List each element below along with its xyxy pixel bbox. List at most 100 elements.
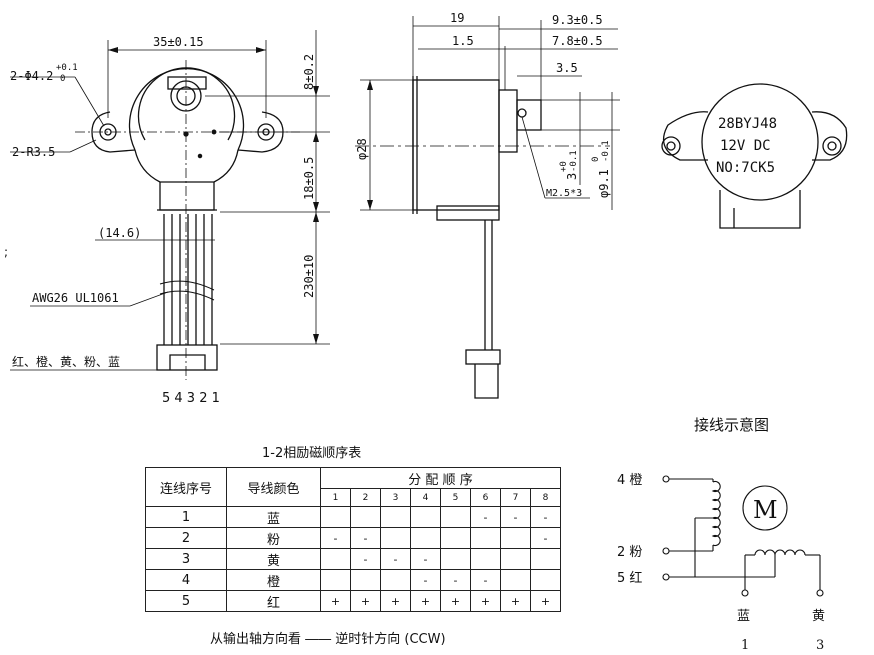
wiring-labels: 接线示意图 M 4 橙 2 粉 5 红 蓝 黄 1 3 [617,416,825,653]
step-cell [440,527,471,549]
motor-symbol [742,485,788,531]
step-header: 7 [500,488,531,507]
step-cell [410,527,441,549]
wire2-label: 2 粉 [617,545,642,560]
step-cell: - [410,569,441,591]
step-cell: - [350,527,381,549]
table-caption: 1-2相励磁顺序表 [262,446,362,461]
step-cell: - [500,506,531,528]
shaft-length-dim: 9.3±0.5 [552,13,603,27]
header-dist: 分 配 顺 序 [320,467,561,489]
step-cell [380,569,411,591]
flange-dim: 1.5 [452,34,474,48]
step-cell [500,548,531,570]
step-header: 5 [440,488,471,507]
mount-hole-label: 2-Φ4.2 [10,69,53,83]
flat-height-dim: 3 [565,173,579,180]
step-cell: + [500,590,531,612]
step-cell: - [530,527,561,549]
connector-width-dim: (14.6) [98,226,141,240]
step-cell [380,527,411,549]
step-cell [500,569,531,591]
wire-colors: 红、橙、黄、粉、蓝 [12,354,120,369]
motor-label: M [753,496,778,524]
connector [156,344,218,371]
step-header: 1 [320,488,351,507]
header-seq: 连线序号 [145,467,227,507]
flat-tol-bot: -0.1 [569,150,579,172]
blue-label: 蓝 [737,609,750,624]
step-cell [500,527,531,549]
row-seq: 5 [145,590,227,612]
wire5-label: 5 红 [617,570,642,586]
number-label: NO:7CK5 [716,160,775,176]
lead-length-dim: 230±10 [302,255,316,298]
step-cell: - [350,548,381,570]
step-header: 3 [380,488,411,507]
step-header: 2 [350,488,381,507]
row-seq: 2 [145,527,227,549]
step-header: 8 [530,488,561,507]
row-color: 蓝 [226,506,321,528]
shaft-tol-bot: -0.1 [601,140,611,162]
step-cell: + [440,590,471,612]
step-cell [320,548,351,570]
row-color: 黄 [226,548,321,570]
step-cell: - [440,569,471,591]
step-cell: - [380,548,411,570]
step-cell: - [320,527,351,549]
row-seq: 3 [145,548,227,570]
step-cell: - [530,506,561,528]
step-cell [440,548,471,570]
thread-spec: M2.5*3 [546,188,582,199]
row-color: 粉 [226,527,321,549]
body-offset-dim: 18±0.5 [302,157,316,200]
step-cell: + [410,590,441,612]
table-footer: 从输出轴方向看 ―― 逆时针方向 (CCW) [210,632,446,647]
flat-dim: 3.5 [556,61,578,75]
total-length-dim: 19 [450,11,464,25]
step-cell [470,527,501,549]
step-cell [350,569,381,591]
step-cell: + [320,590,351,612]
row-seq: 4 [145,569,227,591]
body-diameter-dim: φ28 [355,138,369,160]
row-seq: 1 [145,506,227,528]
wiring-diagram [662,475,824,597]
step-cell: + [350,590,381,612]
side-mark: ; [4,245,8,259]
yellow-label: 黄 [812,609,825,624]
shaft-tol-top: 0 [591,157,601,162]
step-cell [410,506,441,528]
motor-body-circle [701,83,819,201]
shaft-body-dim: 7.8±0.5 [552,34,603,48]
step-cell [350,506,381,528]
front-view [10,30,330,380]
step-header: 6 [470,488,501,507]
step-cell: - [470,569,501,591]
voltage-label: 12V DC [720,138,771,154]
step-cell: + [380,590,411,612]
row-color: 红 [226,590,321,612]
shaft-diameter-dim: φ9.1 [597,169,611,198]
pin-numbers: 5 4 3 2 1 [162,391,220,406]
terminal-3: 3 [816,638,824,653]
step-cell [320,506,351,528]
step-cell: + [530,590,561,612]
step-cell: - [410,548,441,570]
step-cell [380,506,411,528]
header-color: 导线颜色 [226,467,321,507]
row-color: 橙 [226,569,321,591]
radius-label: 2-R3.5 [12,145,55,159]
shaft-offset-dim: 8±0.2 [302,54,316,90]
front-view-labels: 2-Φ4.2 +0.1 0 2-R3.5 35±0.15 8±0.2 18±0.… [4,35,316,406]
hole-spacing-dim: 35±0.15 [153,35,204,49]
side-view-labels: 19 9.3±0.5 1.5 7.8±0.5 3.5 φ28 φ9.1 0 -0… [355,11,611,199]
step-cell [440,506,471,528]
